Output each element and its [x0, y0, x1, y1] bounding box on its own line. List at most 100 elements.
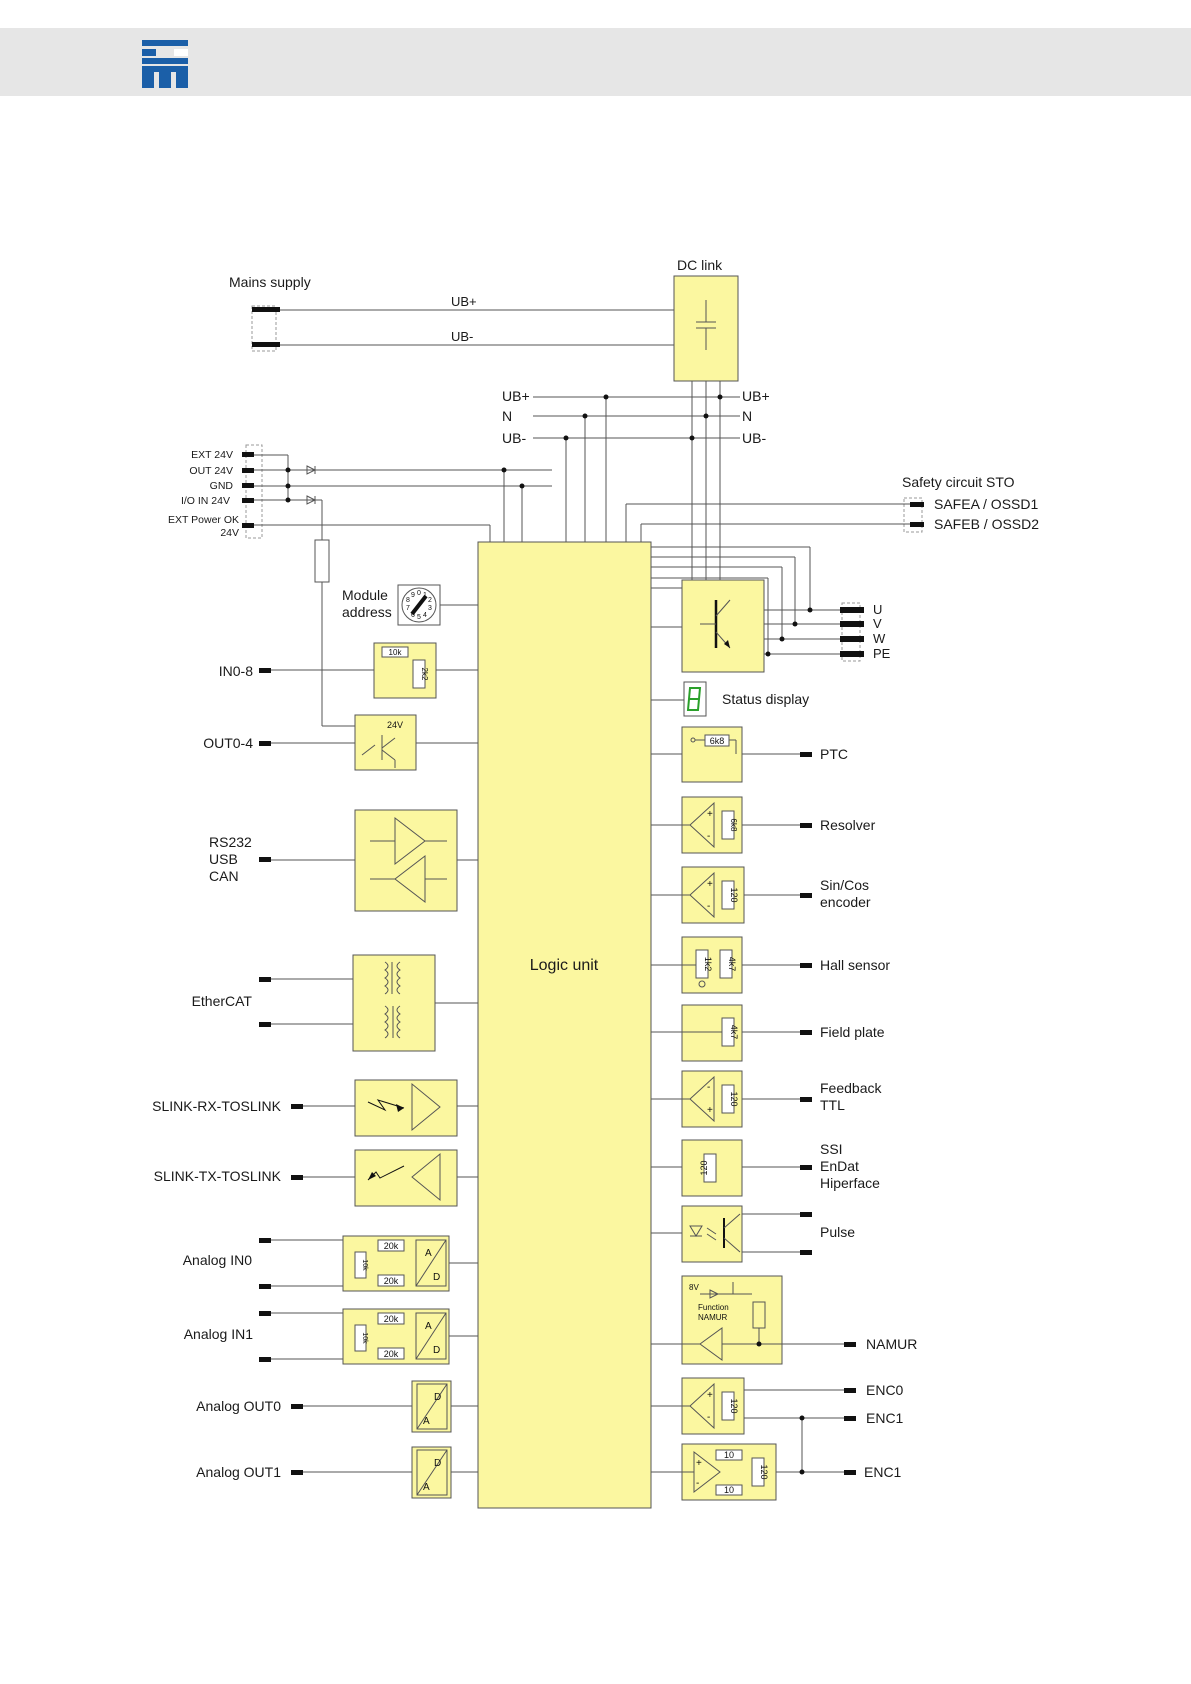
module-label-2: address: [342, 604, 392, 620]
svg-text:2k2: 2k2: [420, 668, 429, 681]
svg-text:5: 5: [417, 614, 421, 621]
rotary-digits: 0 1 2 3 4 5 6 7 8 9: [406, 590, 432, 621]
analog-in0-label: Analog IN0: [183, 1252, 252, 1268]
svg-text:2: 2: [428, 597, 432, 604]
feedback-label-2: TTL: [820, 1097, 845, 1113]
svg-text:+: +: [707, 809, 713, 820]
sincos-label-2: encoder: [820, 894, 871, 910]
hall-sensor-label: Hall sensor: [820, 957, 890, 973]
gnd-label: GND: [210, 480, 234, 492]
pulse-label: Pulse: [820, 1224, 855, 1240]
io-in-24v-label: I/O IN 24V: [181, 495, 230, 507]
svg-text:10: 10: [724, 1450, 734, 1460]
svg-text:+: +: [707, 1390, 713, 1401]
svg-text:Function: Function: [698, 1303, 729, 1312]
ub-minus-mains: UB-: [451, 329, 473, 344]
ethercat-box: [352, 954, 436, 1052]
field-plate-label: Field plate: [820, 1024, 885, 1040]
svg-text:4: 4: [423, 612, 427, 619]
ssi-label: SSI: [820, 1141, 843, 1157]
can-label: CAN: [209, 868, 239, 884]
usb-label: USB: [209, 851, 238, 867]
company-logo: [142, 40, 188, 88]
slink-rx-box: [354, 1079, 458, 1137]
svg-text:9: 9: [411, 592, 415, 599]
svg-text:8V: 8V: [689, 1283, 699, 1292]
svg-text:D: D: [433, 1345, 440, 1356]
enc1-label-b: ENC1: [864, 1464, 902, 1480]
out-24v-label: OUT 24V: [189, 465, 233, 477]
enc0-label: ENC0: [866, 1382, 904, 1398]
sincos-label-1: Sin/Cos: [820, 877, 869, 893]
bus-n-left: N: [502, 408, 512, 424]
ub-plus-mains: UB+: [451, 294, 477, 309]
pulse-box: [681, 1205, 743, 1263]
bus-ub-minus-left: UB-: [502, 430, 526, 446]
bus-n-right: N: [742, 408, 752, 424]
svg-text:6: 6: [411, 612, 415, 619]
out0-4-box: [354, 714, 417, 771]
status-display-label: Status display: [722, 691, 809, 707]
svg-text:120: 120: [729, 887, 739, 902]
safea-label: SAFEA / OSSD1: [934, 496, 1038, 512]
bus-ub-plus-left: UB+: [502, 388, 530, 404]
resolver-label: Resolver: [820, 817, 876, 833]
svg-text:20k: 20k: [384, 1349, 399, 1359]
svg-text:-: -: [696, 1478, 699, 1489]
svg-text:120: 120: [759, 1464, 769, 1479]
module-label-1: Module: [342, 587, 388, 603]
ext-power-ok-label: EXT Power OK: [168, 514, 239, 526]
ext-power-ok-24v-label: 24V: [220, 527, 239, 539]
svg-text:6k8: 6k8: [729, 819, 738, 832]
svg-text:0: 0: [417, 590, 421, 597]
analog-in1-label: Analog IN1: [184, 1326, 253, 1342]
svg-text:1: 1: [423, 592, 427, 599]
logic-unit-box: [477, 541, 652, 1509]
svg-text:8: 8: [406, 597, 410, 604]
out0-4-label: OUT0-4: [203, 735, 253, 751]
svg-text:-: -: [707, 1082, 710, 1093]
svg-text:3: 3: [428, 605, 432, 612]
svg-text:1k2: 1k2: [703, 957, 713, 972]
svg-text:-: -: [707, 831, 710, 842]
pe-label: PE: [873, 646, 891, 661]
svg-text:20k: 20k: [384, 1314, 399, 1324]
hiperface-label: Hiperface: [820, 1175, 880, 1191]
bus-ub-minus-right: UB-: [742, 430, 766, 446]
bus-ub-plus-right: UB+: [742, 388, 770, 404]
svg-text:10k: 10k: [361, 1259, 368, 1271]
safeb-label: SAFEB / OSSD2: [934, 516, 1039, 532]
svg-text:+: +: [707, 879, 713, 890]
svg-text:120: 120: [699, 1160, 709, 1175]
namur-label: NAMUR: [866, 1336, 917, 1352]
svg-text:-: -: [707, 901, 710, 912]
svg-text:4k7: 4k7: [727, 957, 737, 972]
svg-text:NAMUR: NAMUR: [698, 1313, 728, 1322]
slink-tx-label: SLINK-TX-TOSLINK: [154, 1168, 282, 1184]
ethercat-label: EtherCAT: [192, 993, 253, 1009]
dc-link-label: DC link: [677, 257, 723, 273]
sto-label: Safety circuit STO: [902, 474, 1015, 490]
svg-text:10: 10: [724, 1485, 734, 1495]
rs232-label: RS232: [209, 834, 252, 850]
page-header: [0, 28, 1191, 96]
svg-text:D: D: [434, 1458, 441, 1469]
svg-text:D: D: [434, 1392, 441, 1403]
enc1-label-a: ENC1: [866, 1410, 904, 1426]
analog-out1-label: Analog OUT1: [196, 1464, 281, 1480]
svg-text:7: 7: [406, 605, 410, 612]
slink-rx-label: SLINK-RX-TOSLINK: [152, 1098, 282, 1114]
svg-text:20k: 20k: [384, 1241, 399, 1251]
power-stage-box: [681, 579, 765, 673]
svg-text:-: -: [707, 1412, 710, 1423]
svg-text:A: A: [425, 1248, 432, 1259]
mains-terminal-1: [252, 307, 280, 312]
svg-text:D: D: [433, 1272, 440, 1283]
svg-text:4k7: 4k7: [729, 1025, 739, 1040]
mains-supply-label: Mains supply: [229, 274, 311, 290]
u-label: U: [873, 602, 882, 617]
analog-out0-label: Analog OUT0: [196, 1398, 281, 1414]
feedback-label-1: Feedback: [820, 1080, 882, 1096]
in0-8-label: IN0-8: [219, 663, 253, 679]
